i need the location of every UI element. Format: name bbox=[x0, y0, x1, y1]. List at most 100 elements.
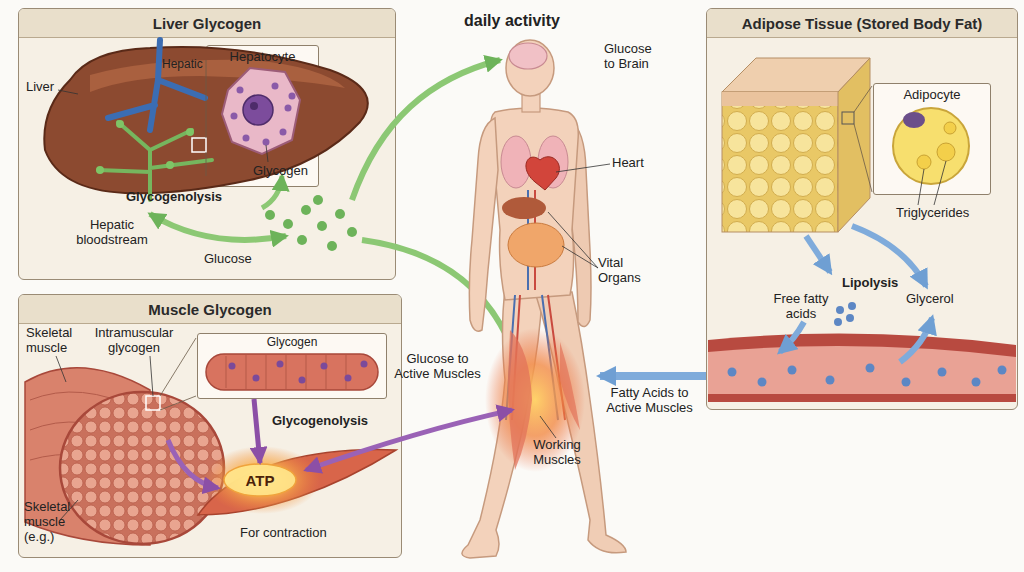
fatty-acid bbox=[834, 318, 842, 326]
leader-line bbox=[548, 212, 598, 268]
text-label: Vital Organs bbox=[598, 256, 653, 286]
glucose-dot bbox=[317, 221, 327, 231]
skin-layer bbox=[722, 92, 838, 106]
text-label: For contraction bbox=[240, 526, 360, 541]
nucleus bbox=[903, 112, 925, 128]
diagram-title: daily activity bbox=[400, 12, 624, 30]
text-label: Intramuscular glycogen bbox=[84, 326, 184, 356]
glucose-dot bbox=[166, 161, 174, 169]
text-label: Triglycerides bbox=[896, 206, 988, 221]
text-label: Glycerol bbox=[906, 292, 976, 307]
zoom-square bbox=[842, 112, 854, 124]
zoom-leader bbox=[206, 60, 207, 176]
fatty-acid bbox=[972, 378, 981, 387]
glycogen-granule bbox=[280, 129, 287, 136]
nucleolus bbox=[250, 102, 258, 110]
fatty-acid bbox=[866, 364, 875, 373]
body-illustration bbox=[462, 40, 626, 558]
adipocyte-cell bbox=[893, 108, 969, 184]
text-label: Glucose to Brain bbox=[604, 42, 662, 72]
fatty-acid bbox=[846, 314, 854, 322]
fiber-striation bbox=[226, 355, 346, 389]
leader-line bbox=[266, 145, 268, 162]
leader-line bbox=[540, 416, 556, 438]
text-label: Working Muscles bbox=[522, 438, 592, 468]
glycogen-granule bbox=[321, 363, 328, 370]
nucleus bbox=[243, 95, 273, 125]
glycogen-granule bbox=[229, 363, 236, 370]
glucose-dot bbox=[116, 120, 124, 128]
zoom-leader bbox=[854, 86, 872, 192]
hepatic-vein bbox=[108, 40, 205, 130]
text-label: Fatty Acids to Active Muscles bbox=[592, 386, 707, 416]
node-heading: Hepatocyte bbox=[207, 50, 318, 65]
muscle-cross-section bbox=[60, 392, 224, 544]
hepatocyte-cell bbox=[222, 68, 300, 154]
glycogen-granule bbox=[237, 87, 244, 94]
text-label: Skeletal muscle bbox=[26, 326, 82, 356]
brain bbox=[509, 43, 547, 69]
liver-highlight bbox=[90, 60, 345, 92]
zoom-square bbox=[146, 396, 160, 410]
text-label: Glucose bbox=[204, 252, 264, 267]
heart bbox=[526, 157, 559, 190]
node-heading: Muscle Glycogen bbox=[19, 301, 401, 318]
glucose-dot bbox=[265, 210, 275, 220]
working-muscle bbox=[560, 342, 580, 430]
glucose-dot bbox=[301, 205, 311, 215]
glycogen-granule bbox=[263, 139, 270, 146]
node-heading: Adipose Tissue (Stored Body Fat) bbox=[707, 15, 1017, 32]
glucose-dot bbox=[327, 241, 337, 251]
muscle-fiber bbox=[206, 354, 378, 390]
glycogen-granule bbox=[243, 135, 250, 142]
node-heading: Liver Glycogen bbox=[19, 15, 395, 32]
text-label: Liver bbox=[26, 80, 66, 95]
fatty-acid bbox=[938, 368, 947, 377]
glucose-dot bbox=[96, 166, 104, 174]
energy-glow bbox=[204, 446, 320, 514]
glucose-dot bbox=[186, 128, 194, 136]
lipid-droplet bbox=[937, 143, 955, 161]
glucose-dot bbox=[297, 235, 307, 245]
glucose-dot bbox=[335, 209, 345, 219]
text-label: Heart bbox=[612, 156, 662, 171]
leader-line bbox=[556, 164, 610, 172]
text-label: Glycogenolysis bbox=[272, 414, 382, 429]
text-label: Hepatic bbox=[162, 58, 206, 72]
lipid-droplet bbox=[944, 122, 956, 134]
text-label: Lipolysis bbox=[842, 276, 912, 291]
fatty-acid bbox=[728, 368, 737, 377]
text-label: Glucose to Active Muscles bbox=[390, 352, 485, 382]
fatty-acid bbox=[758, 378, 767, 387]
fatty-acid bbox=[836, 306, 844, 314]
glycogen-granule bbox=[345, 375, 352, 382]
atp-ellipse bbox=[224, 464, 296, 496]
zoom-square bbox=[192, 138, 206, 152]
text-label: Glycogenolysis bbox=[126, 190, 236, 205]
intestines bbox=[508, 223, 564, 267]
front-arm bbox=[469, 118, 498, 331]
glycogen-granule bbox=[361, 361, 368, 368]
atp-arrow bbox=[168, 440, 218, 488]
working-muscle bbox=[508, 330, 532, 470]
fatty-acid bbox=[998, 366, 1007, 375]
fatty-acid bbox=[848, 302, 856, 310]
glucose-dot bbox=[283, 219, 293, 229]
glycogen-granule bbox=[299, 377, 306, 384]
fatty-acid bbox=[902, 378, 911, 387]
text-label: Skeletal muscle (e.g.) bbox=[24, 500, 76, 545]
glycogen-granule bbox=[285, 105, 292, 112]
glycogen-granule bbox=[253, 375, 260, 382]
fat-front bbox=[722, 92, 838, 232]
lipid-droplet bbox=[917, 155, 931, 169]
glycogen-granule bbox=[277, 361, 284, 368]
node-heading: Adipocyte bbox=[874, 88, 990, 103]
fatty-acid-arrow bbox=[600, 372, 706, 380]
node-label: Glycogen bbox=[253, 164, 308, 179]
node-heading: Glycogen bbox=[198, 336, 386, 350]
head bbox=[506, 40, 554, 96]
atp-glow: ATP bbox=[223, 463, 297, 497]
glycogen-granule bbox=[289, 93, 296, 100]
vessel-lumen bbox=[708, 346, 1016, 394]
